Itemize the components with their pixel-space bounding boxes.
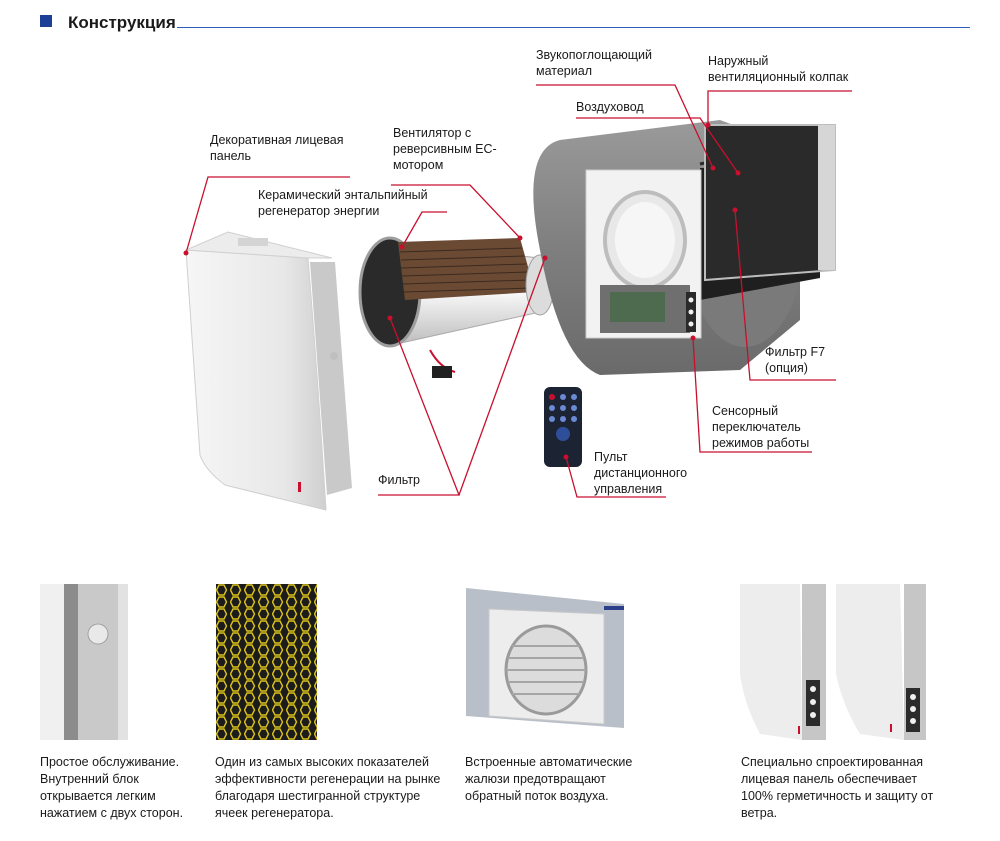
section-marker <box>40 15 52 27</box>
thumb-honeycomb-regenerator <box>216 584 317 740</box>
thumb-front-panel-sealing <box>740 584 926 740</box>
front-panel-illustration <box>185 231 352 511</box>
label-filter: Фильтр <box>378 473 420 487</box>
label-duct: Воздуховод <box>576 100 644 114</box>
thumb-auto-shutters <box>464 584 629 732</box>
label-filter-f7: Фильтр F7(опция) <box>765 345 826 375</box>
section-title: Конструкция <box>68 13 176 32</box>
exploded-view-diagram <box>183 84 852 511</box>
leader-lines <box>185 84 852 498</box>
remote-control-illustration <box>544 387 582 467</box>
duct-assembly-illustration <box>533 120 836 375</box>
regenerator-cassette-illustration <box>358 236 555 378</box>
thumb-easy-maintenance <box>40 584 128 740</box>
header-divider <box>177 27 970 28</box>
leader-dots <box>183 122 741 460</box>
